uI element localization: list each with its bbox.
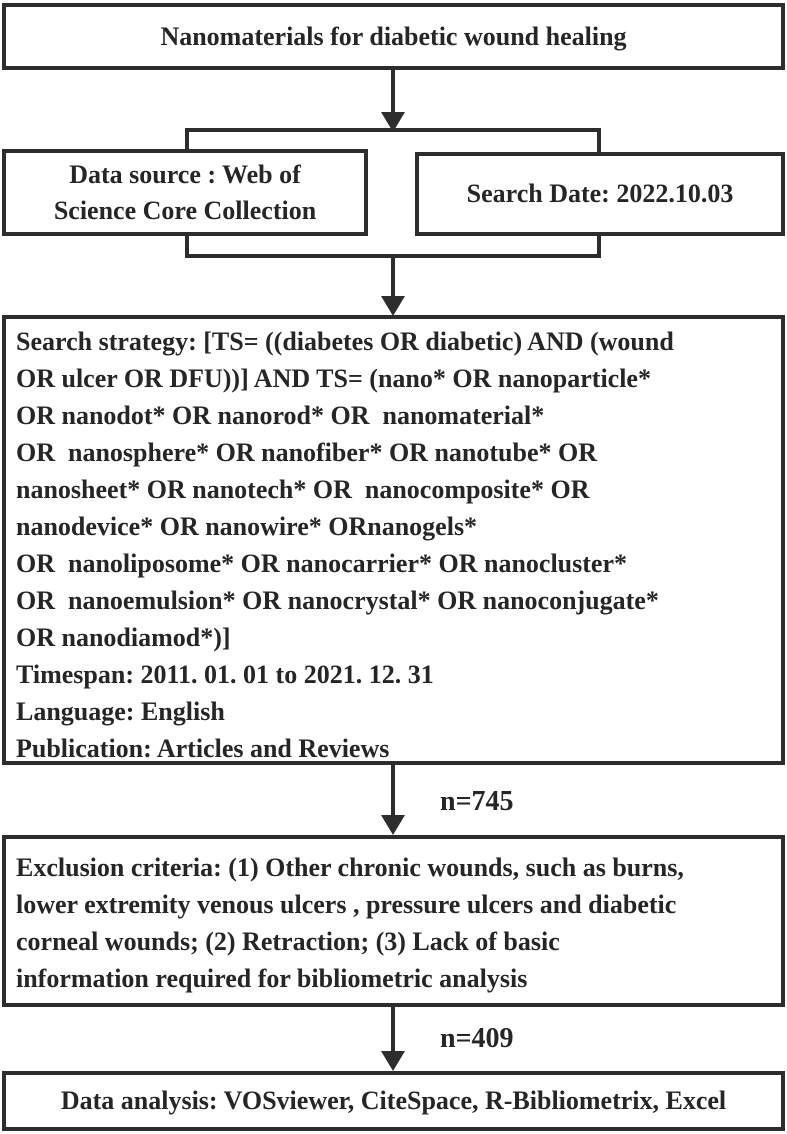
data-source-line-2: Science Core Collection [53, 195, 317, 225]
strategy-line: OR nanodiamod*)] [16, 623, 231, 652]
arrow-down-shaft [391, 765, 395, 817]
strategy-line: OR nanodot* OR nanorod* OR nanomaterial* [16, 401, 545, 430]
arrow-down-shaft [391, 70, 395, 114]
record-count-745: n=745 [440, 786, 514, 817]
strategy-line: nanosheet* OR nanotech* OR nanocomposite… [16, 475, 590, 504]
strategy-line: OR nanoliposome* OR nanocarrier* OR nano… [16, 549, 627, 578]
title-box: Nanomaterials for diabetic wound healing [2, 3, 785, 70]
arrow-down-head-icon [381, 296, 405, 316]
title-text: Nanomaterials for diabetic wound healing [160, 21, 627, 51]
strategy-line: OR nanosphere* OR nanofiber* OR nanotube… [16, 438, 597, 467]
strategy-line: OR nanoemulsion* OR nanocrystal* OR nano… [16, 586, 659, 615]
data-source-line-1: Data source : Web of [69, 159, 301, 189]
arrow-down-shaft [391, 256, 395, 298]
arrow-down-shaft [391, 1007, 395, 1053]
search-date-text: Search Date: 2022.10.03 [466, 179, 734, 208]
record-count-409: n=409 [440, 1023, 514, 1054]
strategy-line: Publication: Articles and Reviews [16, 734, 390, 763]
strategy-line: Search strategy: [TS= ((diabetes OR diab… [16, 327, 674, 356]
strategy-line: Timespan: 2011. 01. 01 to 2021. 12. 31 [16, 660, 434, 689]
data-analysis-box: Data analysis: VOSviewer, CiteSpace, R-B… [2, 1071, 785, 1131]
exclusion-line: corneal wounds; (2) Retraction; (3) Lack… [16, 927, 560, 956]
arrow-down-head-icon [381, 1051, 405, 1071]
arrow-down-head-icon [381, 112, 405, 132]
arrow-down-head-icon [381, 815, 405, 835]
exclusion-criteria-box: Exclusion criteria: (1) Other chronic wo… [2, 835, 785, 1007]
exclusion-line: information required for bibliometric an… [16, 964, 528, 993]
data-source-box: Data source : Web of Science Core Collec… [2, 149, 368, 236]
search-date-box: Search Date: 2022.10.03 [415, 152, 785, 236]
strategy-line: Language: English [16, 697, 225, 726]
strategy-line: nanodevice* OR nanowire* ORnanogels* [16, 512, 478, 541]
exclusion-line: lower extremity venous ulcers , pressure… [16, 890, 677, 919]
strategy-line: OR ulcer OR DFU))] AND TS= (nano* OR nan… [16, 364, 651, 393]
exclusion-line: Exclusion criteria: (1) Other chronic wo… [16, 853, 684, 882]
search-strategy-box: Search strategy: [TS= ((diabetes OR diab… [2, 315, 785, 765]
data-analysis-text: Data analysis: VOSviewer, CiteSpace, R-B… [60, 1086, 727, 1115]
